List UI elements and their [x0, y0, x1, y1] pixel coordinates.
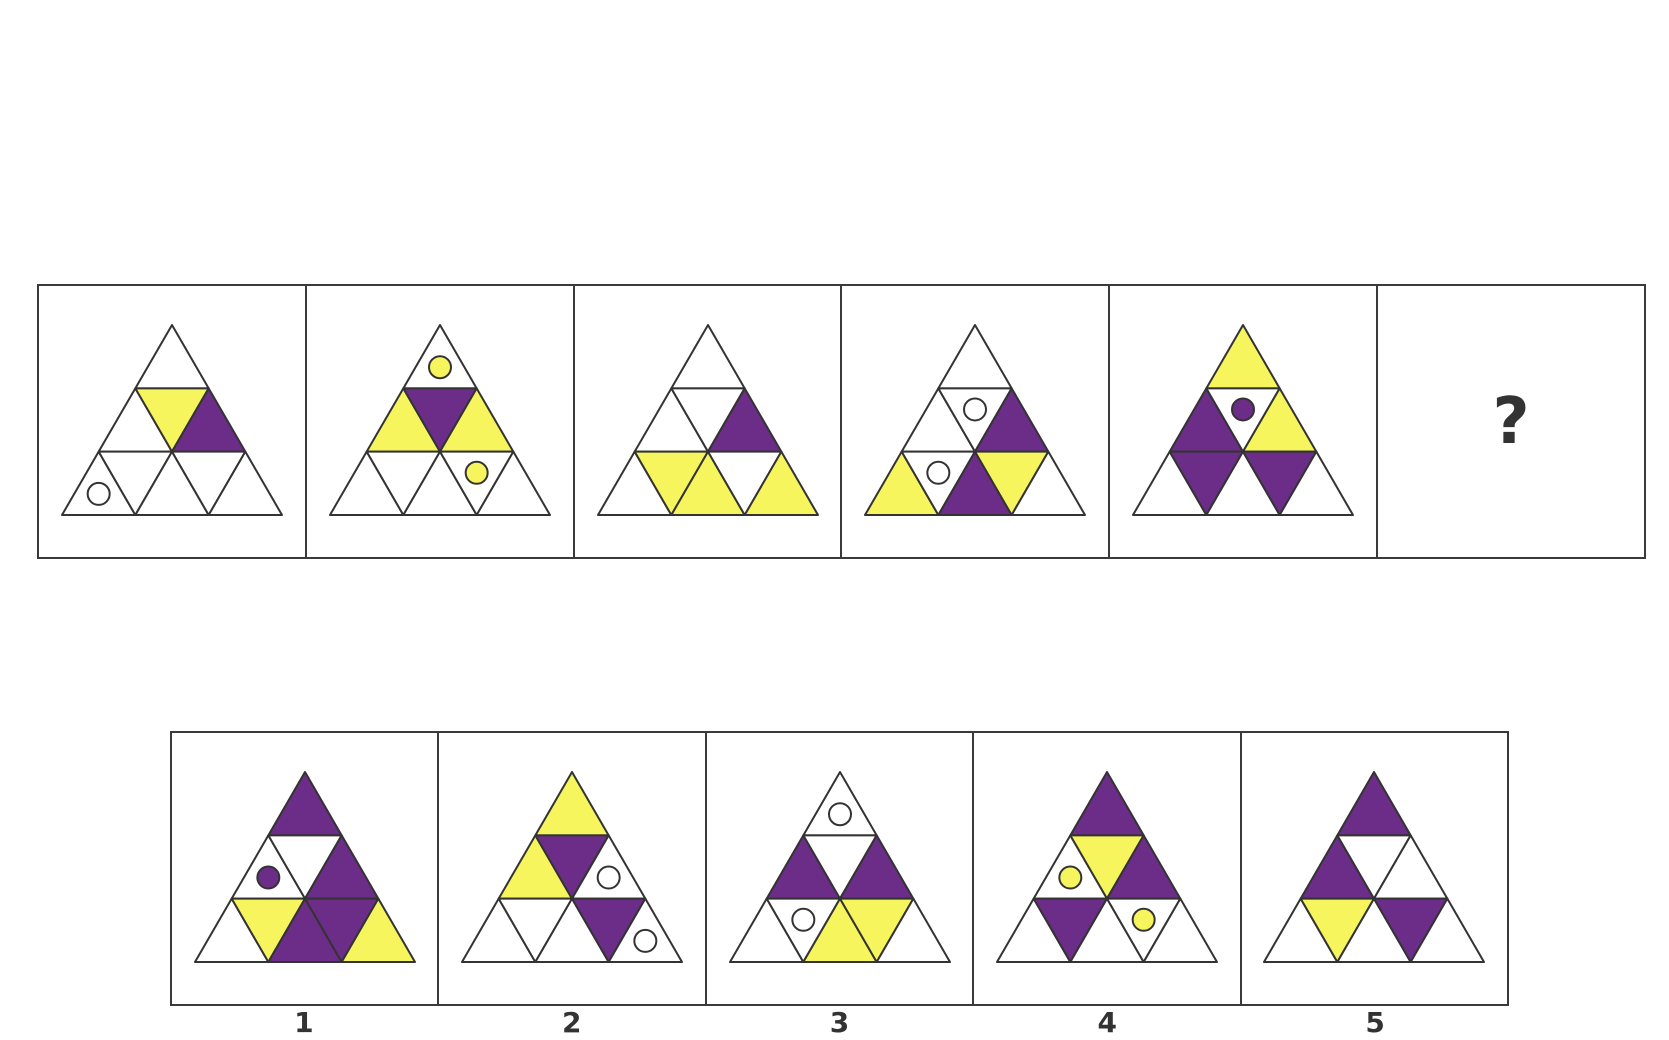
triangle-puzzle — [1132, 323, 1355, 516]
sequence-cell-4 — [842, 286, 1111, 557]
tile-t9 — [475, 450, 551, 516]
tile-t9 — [1142, 897, 1218, 963]
answer-options-row — [170, 731, 1509, 1006]
dot-t8 — [1131, 907, 1156, 932]
answer-label-1: 1 — [294, 1006, 314, 1039]
answer-option-5[interactable] — [1242, 733, 1507, 1004]
dot-t6 — [790, 907, 815, 932]
triangle-puzzle — [60, 323, 283, 516]
tile-t1 — [134, 323, 210, 389]
answer-label-2: 2 — [561, 1006, 582, 1039]
sequence-cell-1 — [39, 286, 307, 557]
triangle-puzzle — [193, 770, 416, 963]
answer-option-3[interactable] — [707, 733, 975, 1004]
dot-t2 — [256, 865, 281, 890]
dot-t4 — [596, 865, 621, 890]
answer-option-4[interactable] — [974, 733, 1242, 1004]
answer-option-1[interactable] — [172, 733, 440, 1004]
tile-t9 — [207, 450, 283, 516]
tile-t9 — [743, 450, 819, 516]
tile-t1 — [1336, 770, 1412, 836]
tile-t1 — [669, 323, 746, 389]
sequence-cell-missing: ? — [1378, 286, 1644, 557]
answer-label-3: 3 — [829, 1006, 850, 1039]
triangle-puzzle — [864, 323, 1087, 516]
triangle-puzzle — [728, 770, 951, 963]
tile-t1 — [1069, 770, 1145, 836]
tile-t9 — [875, 897, 951, 963]
triangle-puzzle — [1263, 770, 1486, 963]
dot-t9 — [633, 928, 658, 953]
sequence-row: ? — [37, 284, 1646, 559]
dot-t2 — [1058, 865, 1083, 890]
dot-t3 — [1231, 396, 1256, 421]
dot-t3 — [963, 396, 988, 421]
dot-t6 — [926, 460, 951, 485]
answer-label-5: 5 — [1365, 1006, 1385, 1039]
dot-t5 — [86, 481, 111, 506]
sequence-cell-2 — [307, 286, 575, 557]
answer-option-2[interactable] — [439, 733, 707, 1004]
tile-t1 — [534, 770, 610, 836]
triangle-puzzle — [995, 770, 1218, 963]
tile-t9 — [340, 897, 416, 963]
dot-t8 — [464, 460, 489, 485]
triangle-puzzle — [596, 323, 819, 516]
tile-t9 — [1278, 450, 1355, 516]
dot-t1 — [427, 354, 452, 379]
tile-t1 — [937, 323, 1014, 389]
sequence-cell-5 — [1110, 286, 1379, 557]
answer-labels: 1 2 3 4 5 — [170, 1006, 1509, 1040]
tile-t9 — [1011, 450, 1087, 516]
question-mark: ? — [1492, 384, 1530, 459]
tile-t1 — [1205, 323, 1281, 389]
sequence-cell-3 — [575, 286, 843, 557]
triangle-puzzle — [328, 323, 551, 516]
tile-t9 — [1409, 897, 1486, 963]
dot-t1 — [827, 801, 852, 826]
answer-label-4: 4 — [1097, 1006, 1118, 1039]
tile-t1 — [267, 770, 343, 836]
triangle-puzzle — [461, 770, 684, 963]
